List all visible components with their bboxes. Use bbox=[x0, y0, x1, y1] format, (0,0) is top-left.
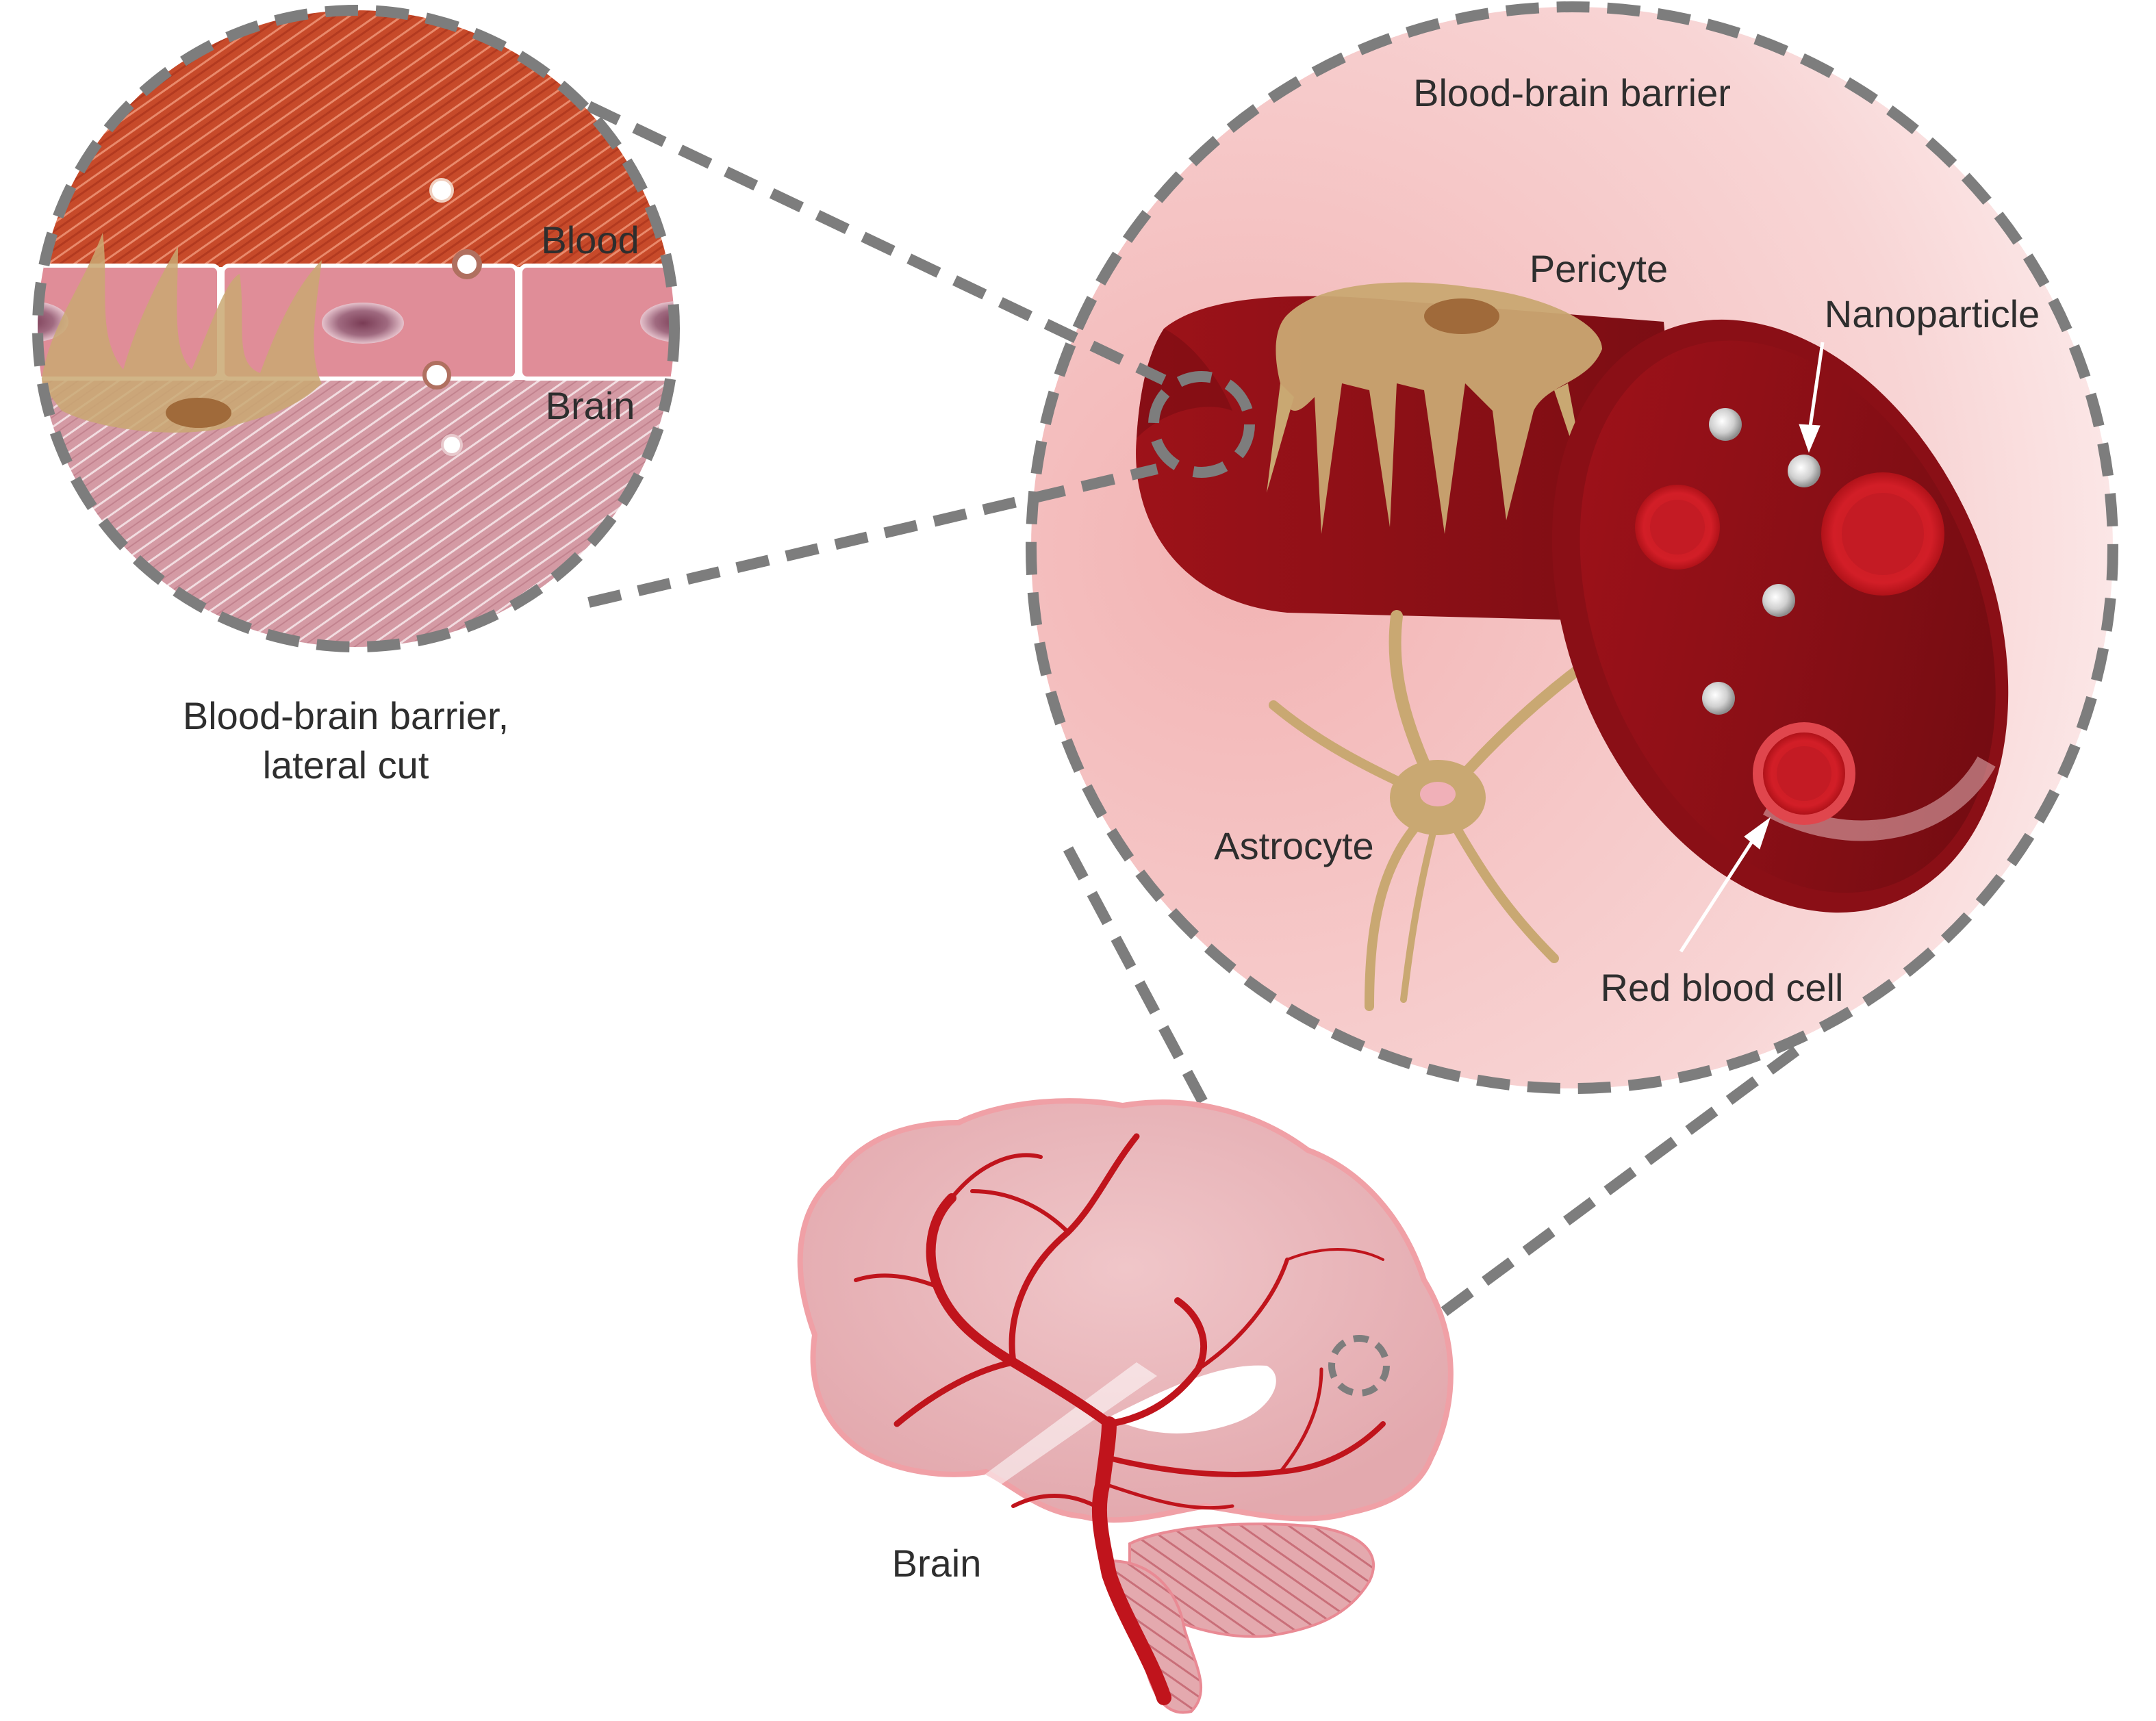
blood-label: Blood bbox=[541, 218, 639, 262]
brain-label: Brain bbox=[892, 1542, 982, 1585]
bbb-inset: Blood-brain barrier Pericyte Nanoparticl… bbox=[1026, 1, 2118, 1094]
pericyte-lateral bbox=[41, 233, 322, 433]
inset-dashed-border bbox=[1026, 1, 2118, 1094]
cerebral-arteries bbox=[854, 1133, 1386, 1705]
brain-side-label: Brain bbox=[546, 384, 635, 427]
pericyte-nucleus bbox=[1424, 298, 1499, 334]
zoom-source-circle-brain bbox=[1328, 1335, 1390, 1397]
endothelial-cell bbox=[518, 264, 674, 381]
red-blood-cells bbox=[1635, 472, 1944, 825]
lateral-inset-dashed-border bbox=[32, 5, 680, 652]
brain-illustration: Brain bbox=[797, 1098, 1454, 1714]
endothelial-nucleus bbox=[322, 303, 404, 344]
brain-outline bbox=[797, 1098, 1454, 1523]
bbb-title: Blood-brain barrier bbox=[1413, 71, 1731, 114]
zoom-connector-lines bbox=[586, 101, 1804, 1372]
nanoparticle-arrow bbox=[1799, 342, 1825, 453]
astrocyte bbox=[1269, 610, 1601, 1011]
zoom-source-circle-vessel bbox=[1148, 371, 1255, 478]
nanoparticle-label: Nanoparticle bbox=[1825, 292, 2040, 335]
nanoparticles bbox=[1702, 408, 1821, 715]
cerebellum bbox=[1128, 1522, 1375, 1638]
lateral-caption-line2: lateral cut bbox=[263, 743, 429, 787]
red-blood-cell-arrow bbox=[1679, 817, 1771, 953]
endothelial-nucleus bbox=[38, 301, 68, 342]
lateral-caption-line1: Blood-brain barrier, bbox=[183, 694, 509, 737]
astrocyte-nucleus bbox=[1420, 782, 1456, 806]
astrocyte-label: Astrocyte bbox=[1214, 824, 1373, 867]
pericyte-nucleus-lateral bbox=[166, 398, 231, 428]
pericyte-label: Pericyte bbox=[1530, 247, 1668, 290]
endothelial-nucleus bbox=[640, 301, 674, 342]
brain-highlight bbox=[979, 1362, 1157, 1486]
lateral-sulcus bbox=[1109, 1365, 1276, 1433]
red-blood-cell-label: Red blood cell bbox=[1601, 966, 1844, 1009]
